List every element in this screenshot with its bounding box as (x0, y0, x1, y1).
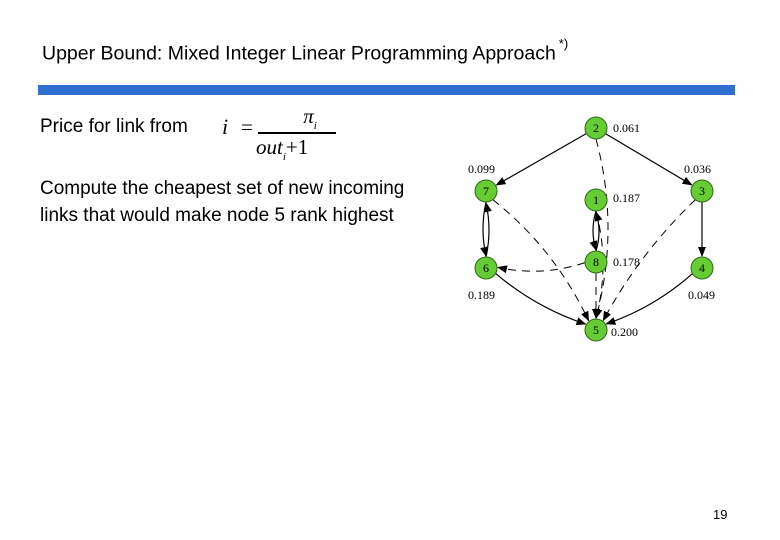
title-footnote-mark: *) (558, 36, 569, 51)
node-value-1: 0.187 (613, 191, 640, 205)
edge-2-to-5 (594, 138, 609, 319)
edges-layer (480, 132, 706, 326)
node-value-7: 0.099 (468, 162, 495, 176)
node-value-2: 0.061 (613, 121, 640, 135)
graph-node-7: 7 0.099 (468, 162, 498, 203)
node-circle-3 (690, 179, 714, 203)
graph-node-3: 3 0.036 (684, 162, 714, 203)
node-id-5: 5 (593, 323, 599, 337)
node-circle-8 (584, 250, 608, 274)
node-value-6: 0.189 (468, 288, 495, 302)
node-id-6: 6 (483, 261, 489, 275)
graph-node-6: 6 0.189 (468, 256, 498, 302)
node-circle-6 (474, 256, 498, 280)
node-id-4: 4 (699, 261, 705, 275)
edge-6-to-7 (484, 202, 492, 258)
graph-node-5: 5 0.200 (584, 318, 638, 342)
node-id-8: 8 (593, 255, 599, 269)
nodes-layer: 2 0.061 7 0.099 1 0.187 3 0.036 6 0.189 8 0.178 4 0.0… (468, 116, 715, 342)
formula-lhs: i (222, 114, 229, 139)
graph-node-2: 2 0.061 (584, 116, 640, 140)
edge-2-to-3 (605, 133, 693, 186)
edge-8-to-6 (497, 262, 586, 274)
title-divider (38, 85, 735, 95)
node-circle-2 (584, 116, 608, 140)
node-circle-4 (690, 256, 714, 280)
edge-4-to-5 (605, 273, 693, 325)
formula-num-subscript: i (313, 120, 317, 132)
price-label: Price for link from (40, 116, 188, 137)
formula-pi: π (303, 104, 314, 128)
edge-2-to-7 (495, 132, 587, 186)
node-value-4: 0.049 (688, 288, 715, 302)
node-id-7: 7 (483, 184, 489, 198)
slide-title: Upper Bound: Mixed Integer Linear Progra… (42, 36, 568, 66)
graph-node-8: 8 0.178 (584, 250, 640, 274)
formula-out: out (256, 135, 283, 159)
formula-plus-one: +1 (285, 135, 309, 159)
node-circle-5 (584, 318, 608, 342)
node-id-3: 3 (699, 184, 705, 198)
node-id-2: 2 (593, 121, 599, 135)
formula-numerator: πi (280, 104, 340, 132)
compute-text: Compute the cheapest set of new incoming… (40, 178, 405, 226)
edge-7-to-6 (480, 201, 488, 257)
edge-6-to-5 (495, 272, 587, 326)
edge-1-to-8 (589, 210, 598, 251)
edge-7-to-5 (492, 199, 590, 322)
fraction-bar (258, 132, 336, 134)
node-value-3: 0.036 (684, 162, 711, 176)
node-value-8: 0.178 (613, 255, 640, 269)
edge-3-to-5 (602, 199, 696, 322)
graph-node-4: 4 0.049 (688, 256, 715, 302)
slide-title-text: Upper Bound: Mixed Integer Linear Progra… (42, 42, 556, 65)
formula-den-subscript: i (282, 151, 286, 163)
graph-node-1: 1 0.187 (584, 188, 640, 212)
formula-equals: = (241, 115, 253, 139)
page-number: 19 (713, 507, 728, 522)
formula-denominator: outi+1 (256, 135, 309, 163)
node-circle-7 (474, 179, 498, 203)
node-circle-1 (584, 188, 608, 212)
price-formula: i = πi outi+1 (222, 104, 336, 163)
node-value-5: 0.200 (611, 325, 638, 339)
node-id-1: 1 (593, 193, 599, 207)
